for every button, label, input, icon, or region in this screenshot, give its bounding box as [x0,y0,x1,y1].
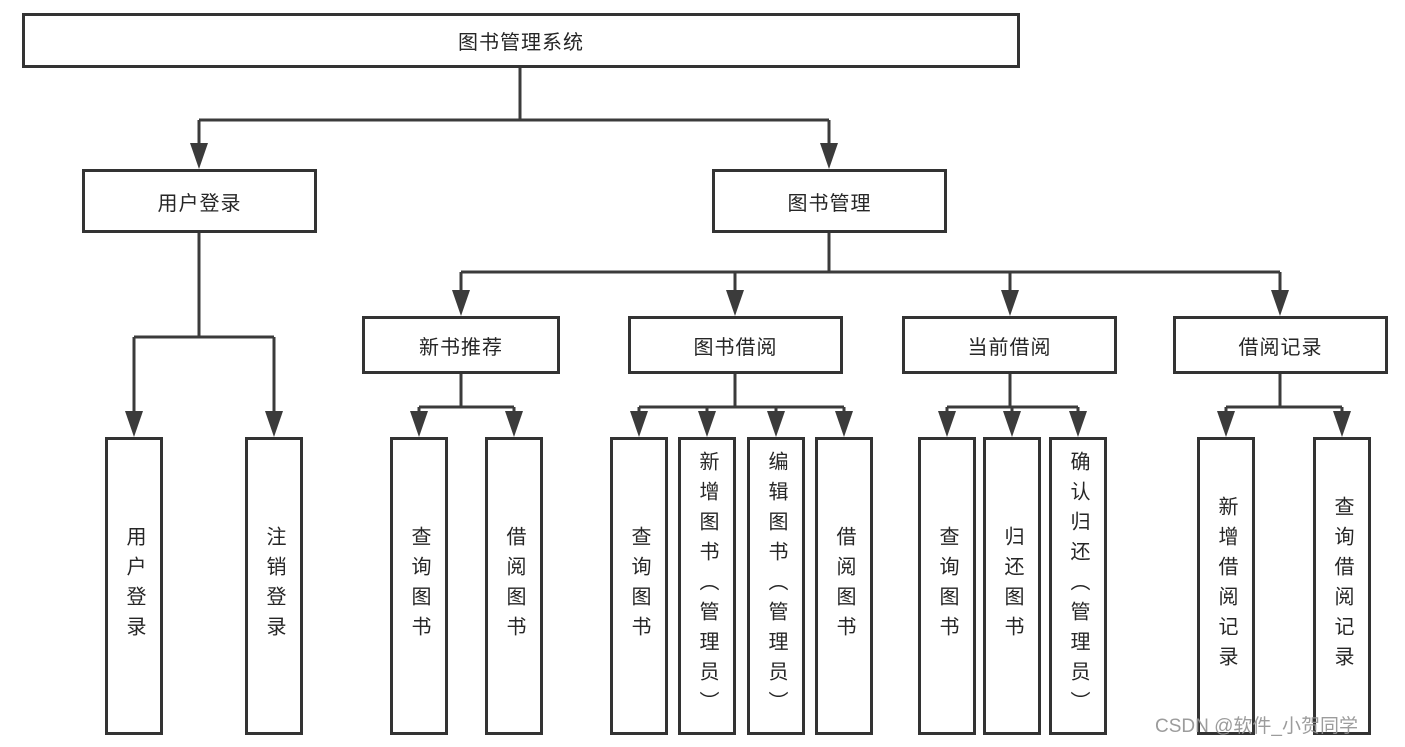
leaf-records-query-record: 查询借阅记录 [1313,437,1371,735]
leaf-borrow-add-books-admin: 新增图书（管理员） [678,437,736,735]
leaf-current-return-books: 归还图书 [983,437,1041,735]
node-book-borrow: 图书借阅 [628,316,843,374]
connector-new-book-rec [417,374,516,412]
node-user-login: 用户登录 [82,169,317,233]
leaf-current-return-books-label: 归还图书 [1001,526,1023,646]
node-borrow-records-label: 借阅记录 [1238,336,1323,359]
leaf-user-login-label: 用户登录 [123,526,145,646]
leaf-borrow-borrow-books: 借阅图书 [815,437,873,735]
leaf-records-query-record-label: 查询借阅记录 [1331,496,1353,676]
leaf-recommend-query-books-label: 查询图书 [408,526,430,646]
leaf-records-add-record: 新增借阅记录 [1197,437,1255,735]
node-book-management: 图书管理 [712,169,947,233]
connector-current-borrow [945,374,1080,412]
node-current-borrow: 当前借阅 [902,316,1117,374]
leaf-user-login: 用户登录 [105,437,163,735]
leaf-records-add-record-label: 新增借阅记录 [1215,496,1237,676]
leaf-current-confirm-return-admin: 确认归还（管理员） [1049,437,1107,735]
node-book-borrow-label: 图书借阅 [693,336,778,359]
leaf-borrow-borrow-books-label: 借阅图书 [833,526,855,646]
connector-book-mgmt [459,233,1282,291]
leaf-logout: 注销登录 [245,437,303,735]
connector-root [197,68,831,144]
arrowheads [125,143,1351,437]
leaf-current-confirm-return-admin-label: 确认归还（管理员） [1067,451,1089,721]
leaf-borrow-edit-books-admin: 编辑图书（管理员） [747,437,805,735]
node-new-book-recommend-label: 新书推荐 [419,336,503,359]
leaf-current-query-books: 查询图书 [918,437,976,735]
leaf-borrow-add-books-admin-label: 新增图书（管理员） [696,451,718,721]
connector-borrow-records [1224,374,1344,412]
leaf-borrow-edit-books-admin-label: 编辑图书（管理员） [765,451,787,721]
node-root: 图书管理系统 [22,13,1020,68]
leaf-recommend-borrow-books: 借阅图书 [485,437,543,735]
connector-user-login [132,233,276,412]
node-book-management-label: 图书管理 [787,192,872,215]
leaf-borrow-query-books: 查询图书 [610,437,668,735]
connector-book-borrow [637,374,846,412]
leaf-current-query-books-label: 查询图书 [936,526,958,646]
node-root-label: 图书管理系统 [458,32,584,54]
leaf-logout-label: 注销登录 [263,526,285,646]
leaf-recommend-query-books: 查询图书 [390,437,448,735]
leaf-recommend-borrow-books-label: 借阅图书 [503,526,525,646]
node-new-book-recommend: 新书推荐 [362,316,560,374]
csdn-watermark: CSDN @软件_小贺同学 [1155,716,1358,737]
leaf-borrow-query-books-label: 查询图书 [628,526,650,646]
node-borrow-records: 借阅记录 [1173,316,1388,374]
node-user-login-label: 用户登录 [157,192,242,215]
node-current-borrow-label: 当前借阅 [967,336,1052,359]
